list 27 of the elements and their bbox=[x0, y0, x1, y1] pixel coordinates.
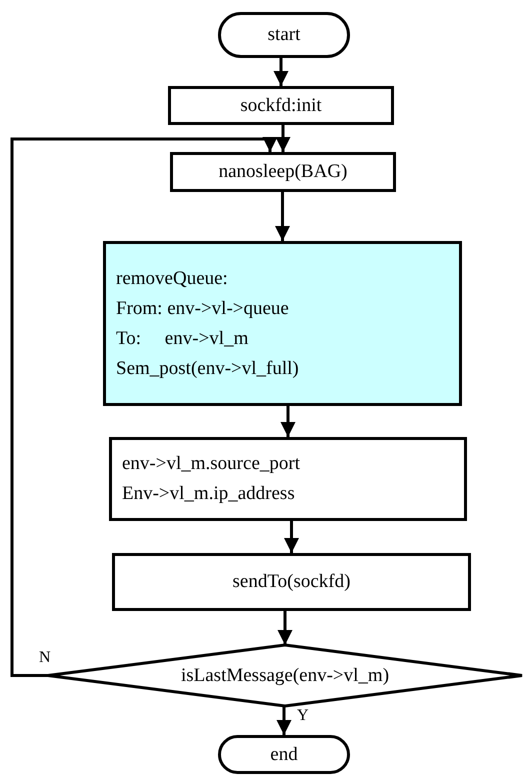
node-text: removeQueue: bbox=[116, 266, 228, 290]
arrow bbox=[10, 137, 278, 677]
arrow bbox=[284, 521, 299, 553]
process-box bbox=[168, 86, 394, 125]
arrow bbox=[280, 406, 296, 437]
node-text: isLastMessage(env->vl_m) bbox=[180, 664, 390, 688]
node-text: nanosleep(BAG) bbox=[218, 160, 348, 184]
node-text: sendTo(sockfd) bbox=[232, 570, 350, 594]
node-text: sockfd:init bbox=[240, 94, 322, 118]
process-box bbox=[170, 152, 396, 192]
terminal-box bbox=[218, 735, 350, 774]
process-box bbox=[103, 241, 462, 406]
process-box bbox=[109, 437, 467, 521]
node-text: Env->vl_m.ip_address bbox=[122, 482, 295, 506]
process-box bbox=[112, 553, 471, 611]
arrow bbox=[278, 611, 292, 645]
node-text: start bbox=[268, 23, 300, 47]
node-text: env->vl_m.source_port bbox=[122, 452, 300, 476]
arrow bbox=[276, 125, 290, 152]
arrow bbox=[274, 58, 288, 86]
node-text: From: env->vl->queue bbox=[116, 296, 289, 320]
terminal-box bbox=[218, 12, 350, 58]
arrow bbox=[275, 192, 290, 241]
node-text: To: env->vl_m bbox=[116, 326, 248, 350]
arrow bbox=[276, 706, 292, 735]
node-text: Sem_post(env->vl_full) bbox=[116, 356, 299, 380]
node-text: end bbox=[270, 742, 298, 766]
